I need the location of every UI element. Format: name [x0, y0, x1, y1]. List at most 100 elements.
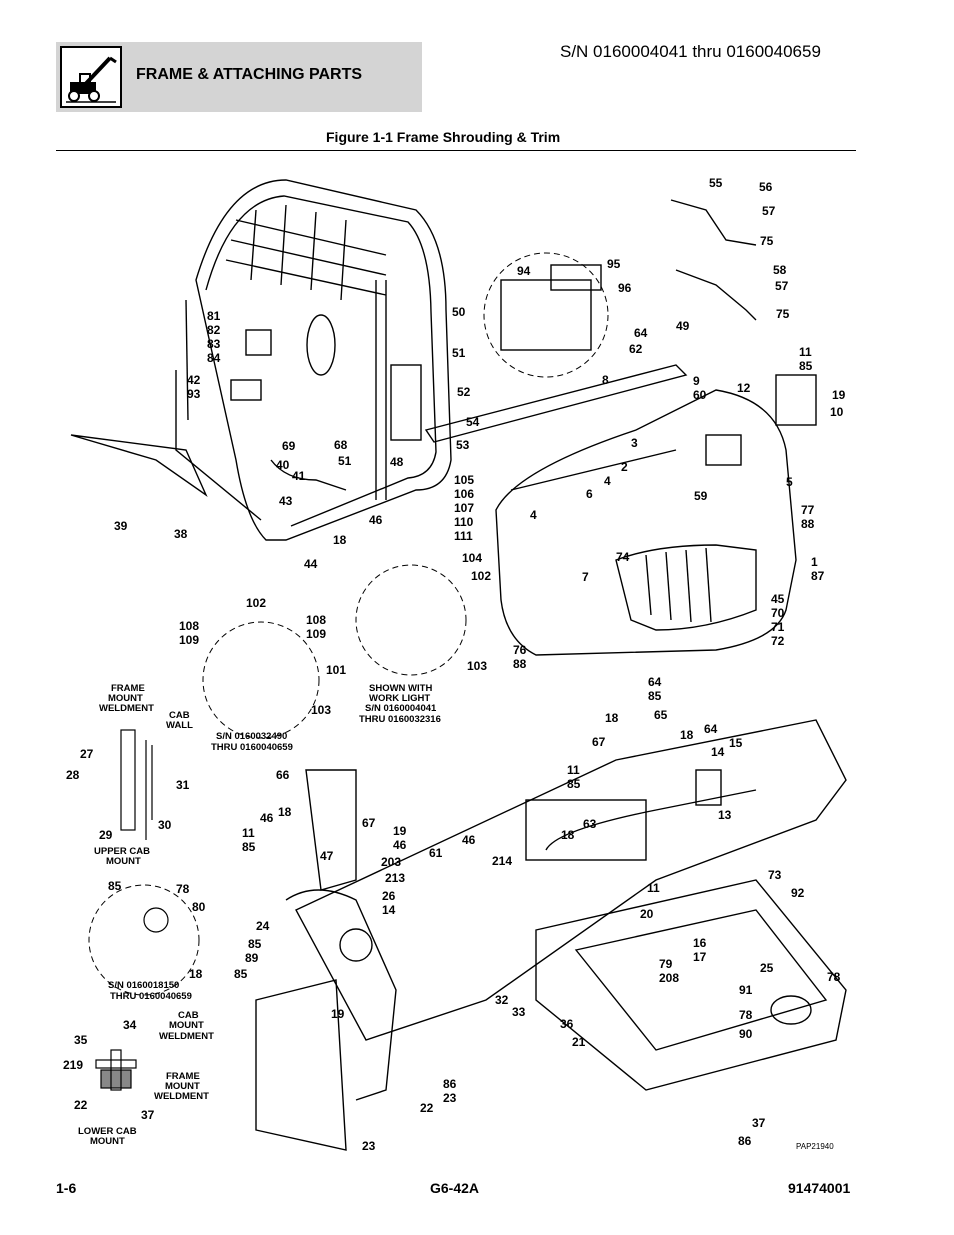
callout-label: 94 [517, 264, 531, 278]
callout-label: 55 [709, 176, 723, 190]
callout-label: 85 [567, 777, 581, 791]
callout-label: 88 [513, 657, 527, 671]
callout-label: 105 [454, 473, 474, 487]
callout-label: 37 [141, 1108, 155, 1122]
callout-label: 69 [282, 439, 296, 453]
callout-label: 47 [320, 849, 334, 863]
callout-label: 6 [586, 487, 593, 501]
callout-label: 54 [466, 415, 480, 429]
callout-label: 40 [276, 458, 290, 472]
callout-label: 103 [467, 659, 487, 673]
callout-label: 62 [629, 342, 643, 356]
callout-label: 41 [292, 469, 306, 483]
callout-label: 21 [572, 1035, 586, 1049]
callout-label: 19 [393, 824, 407, 838]
callout-label: 29 [99, 828, 113, 842]
callout-label: 24 [256, 919, 270, 933]
callout-label: 64 [648, 675, 662, 689]
callout-label: 80 [192, 900, 206, 914]
parts-illustration: 55 56 57 75 95 94 96 58 57 49 75 81 82 8… [63, 176, 847, 1153]
callout-label: 13 [718, 808, 732, 822]
callout-label: 5 [786, 475, 793, 489]
callout-label: 11 [799, 345, 812, 359]
callout-label: 109 [179, 633, 199, 647]
callout-label: 78 [827, 970, 841, 984]
callout-label: 7 [582, 570, 589, 584]
model-number: G6-42A [430, 1180, 480, 1196]
callout-label: 11 [242, 826, 255, 840]
callout-label: 83 [207, 337, 221, 351]
callout-label: 73 [768, 868, 782, 882]
page-number: 1-6 [56, 1180, 77, 1196]
callout-label: 43 [279, 494, 293, 508]
callout-label: 10 [830, 405, 844, 419]
callout-label: 16 [693, 936, 707, 950]
callout-label: 79 [659, 957, 673, 971]
callout-label: 56 [759, 180, 773, 194]
callout-label: 64 [634, 326, 648, 340]
telehandler-icon [60, 46, 122, 108]
note-frame-mount-b-2: MOUNT [165, 1081, 200, 1092]
callout-label: 111 [454, 529, 473, 543]
callout-label: 108 [306, 613, 326, 627]
note-cab-mount-3: WELDMENT [159, 1031, 214, 1042]
callout-label: 219 [63, 1058, 83, 1072]
callout-label: 208 [659, 971, 679, 985]
callout-label: 2 [621, 460, 628, 474]
hood-drawing [424, 199, 817, 656]
callout-label: 18 [605, 711, 619, 725]
mount-details [95, 729, 169, 1091]
callout-label: 37 [752, 1116, 766, 1130]
callout-label: 78 [176, 882, 190, 896]
callout-label: 101 [326, 663, 346, 677]
callout-label: 19 [331, 1007, 345, 1021]
callout-label: 11 [567, 763, 580, 777]
callout-label: 14 [711, 745, 725, 759]
callout-label: 76 [513, 643, 527, 657]
callout-label: 48 [390, 455, 404, 469]
callout-label: 18 [189, 967, 203, 981]
note-frame-mount-b-1: FRAME [166, 1071, 200, 1082]
callout-label: 81 [207, 309, 221, 323]
callout-label: 50 [452, 305, 466, 319]
callout-label: 87 [811, 569, 825, 583]
callout-label: 39 [114, 519, 128, 533]
note-frame-mount-1: FRAME [111, 683, 145, 694]
callout-label: 23 [362, 1139, 376, 1153]
callout-label: 70 [771, 606, 785, 620]
callout-label: 20 [640, 907, 654, 921]
callout-label: 8 [602, 373, 609, 387]
callout-label: 203 [381, 855, 401, 869]
callout-label: 51 [452, 346, 466, 360]
figure-code: PAP21940 [796, 1142, 834, 1151]
callout-label: 64 [704, 722, 718, 736]
callout-label: 61 [429, 846, 443, 860]
callout-label: 28 [66, 768, 80, 782]
manual-part-number: 91474001 [788, 1180, 851, 1196]
callout-label: 46 [369, 513, 383, 527]
callout-label: 4 [604, 474, 611, 488]
callout-label: 26 [382, 889, 396, 903]
callout-label: 22 [74, 1098, 88, 1112]
callout-label: 25 [760, 961, 774, 975]
figure-title: Figure 1-1 Frame Shrouding & Trim [326, 129, 561, 145]
callout-label: 109 [306, 627, 326, 641]
callout-label: 68 [334, 438, 348, 452]
note-upper-cab-2: MOUNT [106, 856, 141, 867]
callout-label: 49 [676, 319, 690, 333]
callout-label: 3 [631, 436, 638, 450]
callout-label: 75 [760, 234, 774, 248]
frame-drawing [255, 719, 847, 1151]
callout-label: 57 [775, 279, 789, 293]
callout-label: 67 [592, 735, 606, 749]
callout-label: 11 [647, 881, 660, 895]
callout-label: 85 [108, 879, 122, 893]
callout-label: 93 [187, 387, 201, 401]
section-title: FRAME & ATTACHING PARTS [136, 66, 363, 83]
callout-label: 110 [454, 515, 474, 529]
callout-label: 22 [420, 1101, 434, 1115]
header-rule [56, 150, 856, 151]
callout-label: 18 [278, 805, 292, 819]
callout-label: 85 [799, 359, 813, 373]
callout-label: 85 [248, 937, 262, 951]
